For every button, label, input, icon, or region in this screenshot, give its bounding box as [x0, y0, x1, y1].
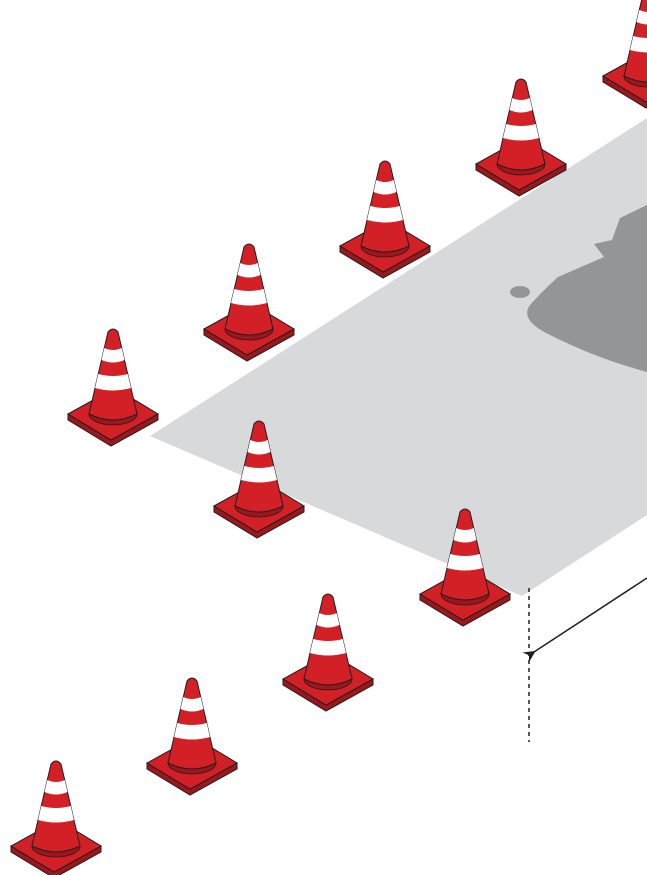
dimension-arrow-icon [522, 577, 647, 663]
traffic-cone-icon [203, 243, 295, 362]
traffic-cone-icon [146, 677, 238, 796]
traffic-cone-icon [475, 78, 567, 197]
traffic-cone-icon [10, 760, 102, 875]
excavation-area [527, 205, 647, 372]
traffic-cone-icon [67, 328, 159, 447]
traffic-cone-icon [419, 508, 511, 627]
traffic-cone-icon [339, 160, 431, 279]
traffic-cone-icon [602, 0, 647, 109]
traffic-cone-icon [282, 593, 374, 712]
small-shadow-blob [510, 286, 530, 298]
traffic-cone-icon [213, 420, 305, 539]
traffic-cones [10, 0, 647, 875]
